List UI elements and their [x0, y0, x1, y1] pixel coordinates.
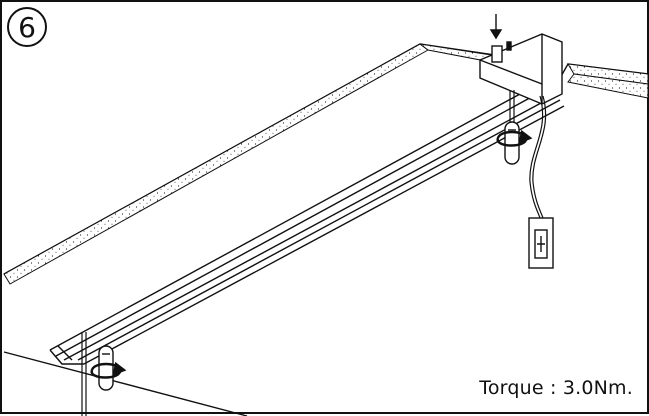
step-number: 6: [18, 10, 36, 44]
step-number-badge: 6: [7, 7, 47, 47]
driver-module-icon: [528, 217, 554, 269]
suspension-wires: [81, 90, 515, 416]
lower-fixing-bracket: [98, 345, 114, 391]
end-cap-housing: [479, 33, 563, 105]
rotation-arrow-icon: [496, 129, 533, 147]
rotation-arrow-icon: [90, 361, 127, 379]
driver-cable: [529, 95, 547, 219]
torque-note: Torque : 3.0Nm.: [479, 377, 633, 399]
down-arrow-icon: [489, 14, 503, 40]
upper-fixing-bracket: [504, 121, 520, 165]
led-profile: [49, 81, 565, 365]
